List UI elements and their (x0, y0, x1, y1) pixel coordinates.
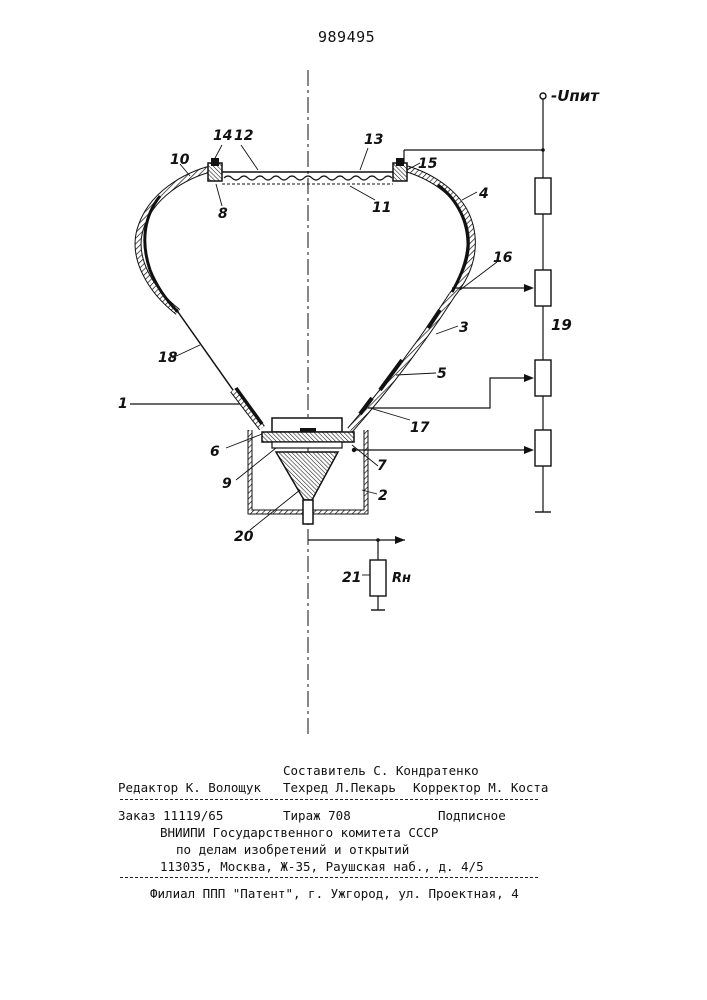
divider-resistor-c (535, 360, 551, 396)
techeditor: Техред Л.Пекарь (283, 780, 396, 795)
callout-6: 6 (210, 444, 220, 460)
callout-20: 20 (234, 529, 254, 545)
callout-7: 7 (377, 458, 387, 474)
callout-11: 11 (372, 200, 391, 216)
load-resistor-21 (370, 560, 386, 596)
callout-8: 8 (218, 206, 228, 222)
compiler: Составитель С. Кондратенко (283, 763, 479, 778)
callout-18: 18 (158, 350, 178, 366)
output-arrow (395, 536, 405, 544)
electrode-1 (236, 388, 262, 424)
callout-5: 5 (437, 366, 447, 382)
divider-resistor-d (535, 430, 551, 466)
divider-top (120, 799, 538, 800)
circulation: Тираж 708 (283, 808, 351, 823)
callout-9: 9 (222, 476, 232, 492)
anode-cone-20 (276, 452, 338, 500)
callout-13: 13 (364, 132, 383, 148)
callout-15: 15 (418, 156, 438, 172)
callout-2: 2 (378, 488, 388, 504)
callout-3: 3 (459, 320, 469, 336)
org-address: 113035, Москва, Ж-35, Раушская наб., д. … (160, 859, 484, 874)
callout-17: 17 (410, 420, 430, 436)
divider-resistor-a (535, 178, 551, 214)
divider-bottom (120, 877, 538, 878)
org-line1: ВНИИПИ Государственного комитета СССР (160, 825, 438, 840)
branch: Филиал ППП "Патент", г. Ужгород, ул. Про… (150, 886, 519, 901)
patent-drawing: 10 14 12 13 15 4 11 8 16 3 19 18 5 1 17 … (0, 0, 707, 740)
corrector: Корректор М. Коста (413, 780, 548, 795)
callout-12: 12 (234, 128, 253, 144)
envelope-left-upper (138, 168, 214, 312)
callout-16: 16 (493, 250, 513, 266)
callout-21: 21 (342, 570, 361, 586)
org-line2: по делам изобретений и открытий (176, 842, 409, 857)
callout-4: 4 (478, 186, 489, 202)
subscription: Подписное (438, 808, 506, 823)
order: Заказ 11119/65 (118, 808, 223, 823)
load-label: Rн (392, 571, 411, 586)
callout-10: 10 (170, 152, 190, 168)
supply-terminal (540, 93, 546, 99)
callout-1: 1 (118, 396, 128, 412)
callout-14: 14 (213, 128, 232, 144)
divider-resistor-b (535, 270, 551, 306)
editor: Редактор К. Волощук (118, 780, 261, 795)
supply-label: -Uпит (551, 87, 600, 105)
anode-lead (303, 500, 313, 524)
callout-19: 19 (551, 316, 572, 334)
